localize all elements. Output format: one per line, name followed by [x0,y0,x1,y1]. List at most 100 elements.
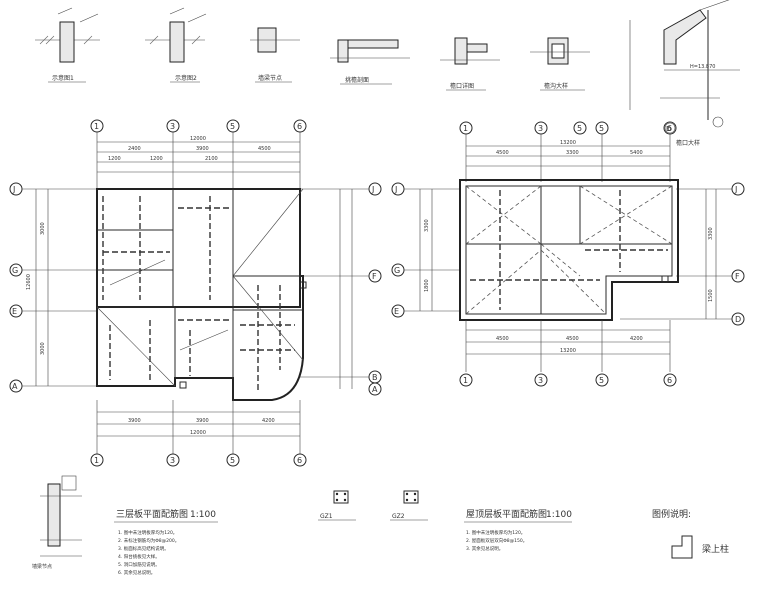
left-dim-side-total: 12600 [26,274,32,290]
note: 6. 其余见总说明。 [118,569,155,576]
detail-4: 挑檐剖面 [330,39,410,85]
dim: 3900 [196,146,209,152]
eave-elevation: H=13.870 [690,64,715,70]
axis-3-bottom: 3 [170,456,175,465]
axis-G-r: G [394,266,400,275]
legend-title: 图例说明: [652,508,691,520]
third-floor-plan: 1 3 5 6 12000 2400 3900 4500 1200 1200 2… [9,119,382,467]
dim: 3300 [566,150,579,156]
axis-J: J [12,185,15,194]
axis-F-rr: F [735,272,740,281]
axis-1-r: 1 [463,124,468,133]
dim: 13200 [560,348,576,354]
legend: 图例说明: 梁上柱 [652,508,729,559]
gz1-label: GZ1 [320,513,333,520]
dim: 4500 [258,146,271,152]
left-plan-structure [96,188,307,401]
left-dims-top: 12000 2400 3900 4500 1200 1200 2100 [97,136,300,173]
dim: 3000 [40,342,46,355]
left-dims-bottom: 3900 3900 4200 12000 1 3 5 6 [90,400,307,467]
note: 1. 图中未注明板厚均为120。 [466,529,525,536]
axis-5-rb: 5 [599,376,604,385]
axis-3: 3 [170,122,175,131]
gz2-label: GZ2 [392,513,405,520]
right-dims-bottom: 4500 4500 4200 13200 1 3 5 6 [459,320,677,387]
axis-3-rb: 3 [538,376,543,385]
dim: 1800 [424,279,430,292]
detail-7: H=13.870 D 檐口大样 [629,0,740,147]
axis-A: A [12,382,18,391]
detail-2-label: 示意图2 [175,74,197,82]
dim: 4500 [496,336,509,342]
column-detail: 墙梁节点 [32,475,82,570]
dim: 3300 [424,219,430,232]
axis-1-bottom: 1 [94,456,99,465]
notes-left: 1. 图中未注明板厚均为120。 2. 未标注钢筋均为Φ8@200。 3. 板面… [118,529,179,576]
detail-2: 示意图2 [145,7,207,83]
third-floor-title: 三层板平面配筋图 [116,508,188,520]
left-dim-total: 12000 [190,136,206,142]
legend-item-label: 梁上柱 [702,543,729,555]
right-axis-bubbles-rows: J G E 3300 1800 J F D 3300 1500 [391,182,745,326]
dim: 3300 [708,227,714,240]
axis-B-right: B [372,373,378,382]
detail-5: 檐口详图 [440,37,500,91]
dim: 4500 [566,336,579,342]
third-floor-scale: 1:100 [190,510,216,520]
right-axis-bubbles-top: 1 3 5 5 6 13200 4500 3300 5400 [459,121,677,182]
detail-sketches: 示意图1 示意图2 墙梁节点 挑檐剖面 [35,0,740,147]
roof-plan: 1 3 5 5 6 13200 4500 3300 5400 J G E [391,121,745,387]
detail-3: 墙梁节点 [250,27,300,83]
note: 3. 板面标高见结构说明。 [118,545,169,552]
detail-3-label: 墙梁节点 [258,74,282,82]
axis-5a-r: 5 [599,124,604,133]
dim: 4200 [630,336,643,342]
axis-J-rr: J [734,185,737,194]
left-axis-bubbles-rows: J G E A 12600 3000 3000 [9,182,98,393]
note: 3. 其余见总说明。 [466,545,503,552]
notes-right: 1. 图中未注明板厚均为120。 2. 屋面板双层双向Φ8@150。 3. 其余… [466,529,527,552]
axis-1-rb: 1 [463,376,468,385]
column-on-beam-symbol [671,535,693,559]
dim: 2400 [128,146,141,152]
detail-7-label: 檐口大样 [676,139,700,147]
detail-1: 示意图1 [35,7,100,83]
axis-E: E [12,307,17,316]
axis-3-r: 3 [538,124,543,133]
axis-5-bottom: 5 [230,456,235,465]
note: 2. 未标注钢筋均为Φ8@200。 [118,537,179,544]
dim: 1500 [708,289,714,302]
dim: 1200 [108,156,121,162]
detail-6-label: 檐沟大样 [544,82,568,90]
detail-7-axis: D [666,125,671,133]
axis-5: 5 [230,122,235,131]
dim: 13200 [560,140,576,146]
axis-6-bottom: 6 [297,456,302,465]
dim: 2100 [205,156,218,162]
detail-1-label: 示意图1 [52,74,74,82]
dim: 5400 [630,150,643,156]
dim: 4500 [496,150,509,156]
detail-5-label: 檐口详图 [450,82,474,90]
bottom-details: 墙梁节点 GZ1 GZ2 三层板平面配筋图 1:100 屋顶层板平面配筋图 [32,475,729,576]
roof-title: 屋顶层板平面配筋图 [466,508,547,520]
note: 1. 图中未注明板厚均为120。 [118,529,177,536]
axis-G: G [12,266,18,275]
left-axis-bubbles-top: 1 3 5 6 [90,119,307,190]
dim: 4200 [262,418,275,424]
axis-6-rb: 6 [667,376,672,385]
gz1-detail: GZ1 [318,490,356,521]
note: 4. 阳台挑板见大样。 [118,553,160,560]
axis-J-right: J [371,185,374,194]
roof-scale: 1:100 [546,510,572,520]
axis-A-right: A [372,385,378,394]
dim: 12000 [190,430,206,436]
column-detail-label: 墙梁节点 [32,563,52,570]
axis-J-r: J [394,185,397,194]
note: 2. 屋面板双层双向Φ8@150。 [466,537,527,544]
roof-structure [459,179,679,321]
dim: 1200 [150,156,163,162]
gz2-detail: GZ2 [390,490,428,521]
dim: 3900 [196,418,209,424]
